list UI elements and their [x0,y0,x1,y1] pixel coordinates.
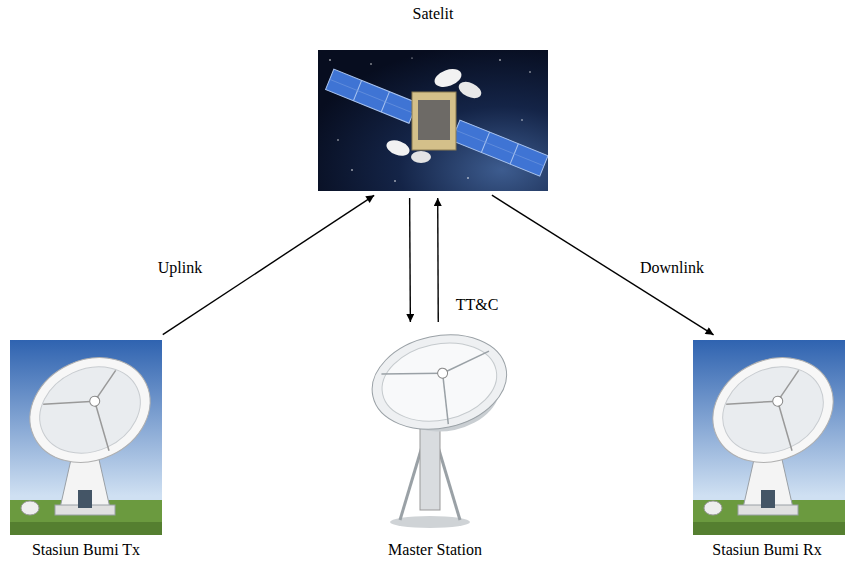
master-station-node: Master Station [353,328,517,560]
node-label: Master Station [388,540,482,560]
node-label: Stasiun Bumi Rx [712,540,821,560]
master-dish-picture [363,323,516,528]
link-arrow [437,198,439,322]
edge-label: Downlink [638,258,706,278]
earth-station-picture [10,338,167,535]
earth-station-node: Stasiun Bumi Tx [8,338,164,560]
edge-label: TT&C [454,295,501,315]
earth-station-picture [693,338,850,535]
satellite-node: Satelit [316,4,550,192]
node-label: Satelit [413,4,454,24]
satellite-picture [318,50,548,191]
node-label: Stasiun Bumi Tx [32,540,140,560]
link-arrow [492,195,714,335]
earth-station-node: Stasiun Bumi Rx [689,338,845,560]
link-arrow [409,198,411,322]
edge-label: Uplink [156,258,204,278]
